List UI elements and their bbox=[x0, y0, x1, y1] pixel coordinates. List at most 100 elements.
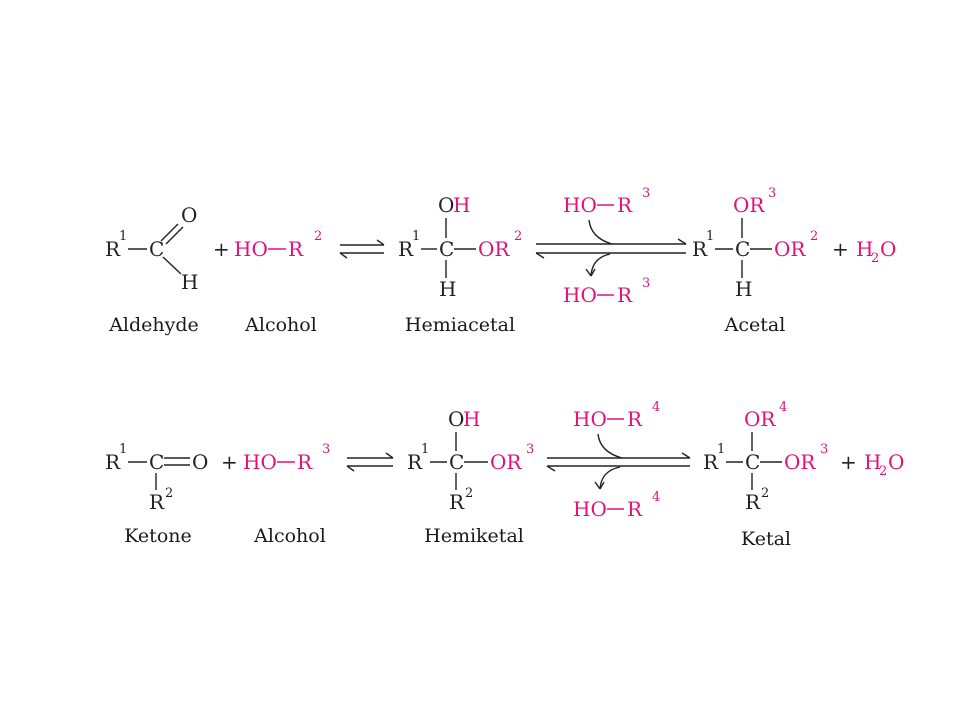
svg-text:C: C bbox=[439, 237, 454, 261]
svg-text:C: C bbox=[735, 237, 750, 261]
svg-text:2: 2 bbox=[465, 486, 473, 501]
svg-text:R: R bbox=[703, 450, 719, 474]
svg-text:1: 1 bbox=[119, 442, 127, 457]
svg-text:4: 4 bbox=[779, 400, 787, 415]
svg-text:O: O bbox=[448, 407, 464, 431]
water: H 2 O bbox=[864, 450, 904, 479]
svg-text:O: O bbox=[192, 450, 208, 474]
svg-text:R: R bbox=[449, 490, 465, 514]
svg-text:HO: HO bbox=[563, 193, 597, 217]
acetal-structure: OR 3 R 1 C OR 2 H bbox=[692, 186, 818, 301]
svg-text:H: H bbox=[439, 277, 456, 301]
label-ketal: Ketal bbox=[741, 528, 791, 550]
svg-text:R: R bbox=[627, 407, 643, 431]
alcohol-structure: HO R 2 bbox=[234, 229, 322, 261]
ketal-formation-arrow: HO R 4 HO R 4 bbox=[546, 400, 691, 521]
svg-text:R: R bbox=[297, 450, 313, 474]
svg-text:OR: OR bbox=[490, 450, 522, 474]
label-alcohol: Alcohol bbox=[253, 525, 326, 547]
svg-text:O: O bbox=[888, 450, 904, 474]
svg-text:H: H bbox=[453, 193, 470, 217]
svg-text:R: R bbox=[398, 237, 414, 261]
label-alcohol: Alcohol bbox=[244, 314, 317, 336]
label-acetal: Acetal bbox=[724, 314, 786, 336]
svg-text:OR: OR bbox=[733, 193, 765, 217]
label-aldehyde: Aldehyde bbox=[108, 314, 199, 336]
label-hemiketal: Hemiketal bbox=[424, 525, 524, 547]
svg-text:2: 2 bbox=[810, 229, 818, 244]
svg-text:R: R bbox=[745, 490, 761, 514]
svg-text:2: 2 bbox=[514, 229, 522, 244]
svg-text:C: C bbox=[449, 450, 464, 474]
hemiacetal-structure: O H R 1 C OR 2 H bbox=[398, 193, 522, 301]
svg-text:2: 2 bbox=[314, 229, 322, 244]
svg-text:4: 4 bbox=[652, 400, 660, 415]
svg-text:R: R bbox=[617, 283, 633, 307]
equilibrium-arrow bbox=[339, 239, 385, 259]
svg-text:1: 1 bbox=[412, 229, 420, 244]
svg-text:OR: OR bbox=[774, 237, 806, 261]
plus-sign: + bbox=[832, 237, 849, 261]
svg-text:2: 2 bbox=[165, 486, 173, 501]
plus-sign: + bbox=[221, 450, 238, 474]
svg-text:R: R bbox=[627, 497, 643, 521]
svg-text:O: O bbox=[880, 237, 896, 261]
label-hemiacetal: Hemiacetal bbox=[405, 314, 515, 336]
svg-text:C: C bbox=[149, 450, 164, 474]
svg-text:H: H bbox=[864, 450, 881, 474]
svg-text:1: 1 bbox=[421, 442, 429, 457]
svg-text:R: R bbox=[617, 193, 633, 217]
svg-text:R: R bbox=[105, 450, 121, 474]
svg-text:H: H bbox=[856, 237, 873, 261]
svg-text:3: 3 bbox=[526, 442, 534, 457]
svg-text:HO: HO bbox=[563, 283, 597, 307]
reaction-ketone: R 1 C O R 2 + HO R 3 O H bbox=[105, 400, 904, 550]
aldehyde-structure: R 1 C O H bbox=[105, 203, 198, 294]
svg-text:O: O bbox=[181, 203, 197, 227]
svg-text:3: 3 bbox=[642, 186, 650, 201]
hemiketal-structure: O H R 1 C OR 3 R 2 bbox=[407, 407, 534, 514]
svg-text:OR: OR bbox=[478, 237, 510, 261]
svg-text:H: H bbox=[181, 270, 198, 294]
bond bbox=[162, 256, 182, 275]
svg-text:R: R bbox=[149, 490, 165, 514]
svg-text:C: C bbox=[149, 237, 164, 261]
svg-text:3: 3 bbox=[820, 442, 828, 457]
svg-text:2: 2 bbox=[879, 464, 887, 479]
svg-text:2: 2 bbox=[871, 251, 879, 266]
svg-text:HO: HO bbox=[243, 450, 277, 474]
svg-text:HO: HO bbox=[573, 407, 607, 431]
svg-text:4: 4 bbox=[652, 490, 660, 505]
svg-text:1: 1 bbox=[717, 442, 725, 457]
svg-text:H: H bbox=[735, 277, 752, 301]
svg-text:R: R bbox=[407, 450, 423, 474]
svg-text:2: 2 bbox=[761, 486, 769, 501]
plus-sign: + bbox=[213, 237, 230, 261]
equilibrium-arrow bbox=[346, 452, 394, 472]
svg-text:3: 3 bbox=[768, 186, 776, 201]
svg-text:HO: HO bbox=[234, 237, 268, 261]
svg-text:3: 3 bbox=[322, 442, 330, 457]
acetal-formation-arrow: HO R 3 HO R 3 bbox=[535, 186, 687, 307]
svg-text:C: C bbox=[745, 450, 760, 474]
reaction-aldehyde: R 1 C O H + HO R 2 O H bbox=[105, 186, 896, 336]
svg-text:R: R bbox=[288, 237, 304, 261]
svg-text:R: R bbox=[105, 237, 121, 261]
svg-text:HO: HO bbox=[573, 497, 607, 521]
svg-text:3: 3 bbox=[642, 276, 650, 291]
svg-text:1: 1 bbox=[119, 229, 127, 244]
svg-text:R: R bbox=[692, 237, 708, 261]
ketone-structure: R 1 C O R 2 bbox=[105, 442, 208, 514]
water: H 2 O bbox=[856, 237, 896, 266]
ketal-structure: OR 4 R 1 C OR 3 R 2 bbox=[703, 400, 828, 514]
svg-text:O: O bbox=[438, 193, 454, 217]
svg-text:1: 1 bbox=[706, 229, 714, 244]
plus-sign: + bbox=[840, 450, 857, 474]
svg-text:H: H bbox=[463, 407, 480, 431]
svg-text:OR: OR bbox=[784, 450, 816, 474]
alcohol-structure: HO R 3 bbox=[243, 442, 330, 474]
double-bond bbox=[160, 223, 179, 242]
svg-text:OR: OR bbox=[744, 407, 776, 431]
label-ketone: Ketone bbox=[124, 525, 191, 547]
